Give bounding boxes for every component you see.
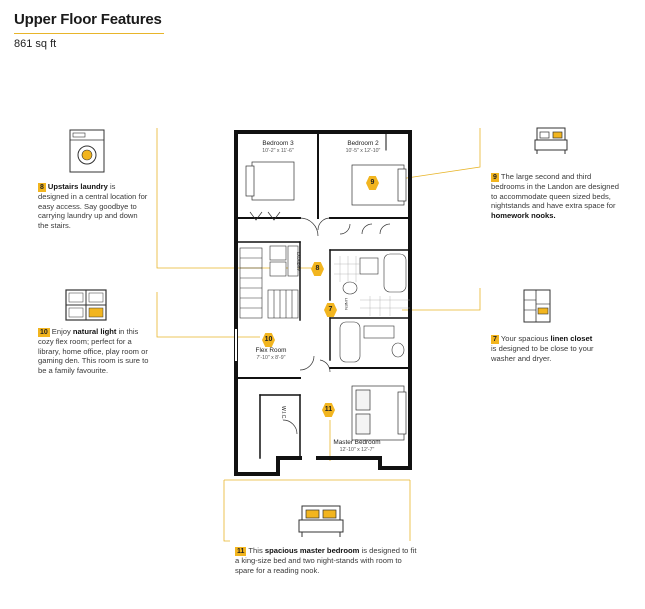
feature-text: The large second and third bedrooms in t…: [491, 172, 619, 211]
room-dimensions: 12'-10" x 12'-7": [339, 446, 375, 453]
title-underline: [14, 33, 164, 34]
plan-badge-8: 8: [311, 262, 324, 276]
room-flex: Flex Room 7'-10" x 8'-9": [248, 347, 294, 362]
feature-badge: 9: [491, 173, 499, 182]
window-icon: [65, 289, 107, 321]
feature-text: is designed in a central location for ea…: [38, 182, 148, 230]
feature-badge: 8: [38, 183, 46, 192]
room-dimensions: 10'-2" x 11'-6": [262, 147, 294, 154]
plan-badge-11: 11: [322, 403, 335, 417]
room-name: Flex Room: [255, 347, 287, 354]
bed-icon: [534, 127, 568, 154]
bed-icon: [298, 505, 344, 537]
room-dimensions: 10'-5" x 12'-10": [345, 147, 381, 154]
room-wic: W.I.C.: [280, 406, 286, 420]
room-name: Bedroom 3: [262, 140, 294, 147]
tile-pattern: [334, 256, 410, 316]
room-dimensions: 7'-10" x 8'-9": [256, 354, 286, 361]
feature-text: in this cozy flex room; perfect for a li…: [38, 327, 149, 375]
leader-bedrooms: [379, 128, 481, 183]
feature-text: is designed to fit a king-size bed and t…: [235, 546, 417, 575]
feature-badge: 10: [38, 328, 50, 337]
leader-lines: [156, 128, 481, 542]
washer-icon: [69, 129, 105, 173]
stairs: [239, 247, 299, 319]
feature-highlight: homework nooks.: [491, 210, 556, 220]
linen-tag: LINEN: [344, 298, 349, 310]
floor-area: 861 sq ft: [14, 38, 57, 50]
beds: [245, 161, 407, 441]
room-name: Bedroom 2: [347, 140, 379, 147]
room-bedroom-2: Bedroom 2 10'-5" x 12'-10": [336, 140, 390, 155]
plan-badge-9: 9: [366, 176, 379, 190]
bathroom-fixtures: [339, 253, 407, 363]
closet-icon: [523, 289, 551, 323]
feature-badge: 7: [491, 335, 499, 344]
laundry-appliances: [269, 245, 299, 277]
feature-text: is designed to be close to your washer a…: [491, 344, 594, 363]
room-master: Master Bedroom 12'-10" x 12'-7": [322, 439, 392, 454]
feature-highlight: spacious master bedroom: [264, 546, 360, 555]
feature-badge: 11: [235, 547, 247, 556]
leader-master-left: [223, 480, 230, 542]
leader-linen: [402, 288, 481, 311]
feature-highlight: natural light: [72, 327, 117, 336]
feature-highlight: linen closet: [550, 334, 593, 343]
feature-highlight: Upstairs laundry: [47, 182, 108, 191]
room-name: Master Bedroom: [333, 439, 381, 446]
page-title: Upper Floor Features: [14, 11, 162, 28]
feature-pre: This: [248, 546, 263, 555]
leader-laundry: [156, 128, 315, 269]
feature-pre: Your spacious: [500, 334, 549, 343]
laundry-tag: LAUNDRY: [296, 252, 301, 272]
leader-flex: [156, 292, 260, 338]
plan-badge-10: 10: [262, 333, 275, 347]
room-bedroom-3: Bedroom 3 10'-2" x 11'-6": [252, 140, 304, 155]
plan-badge-7: 7: [324, 303, 337, 317]
feature-pre: Enjoy: [51, 327, 71, 336]
walls: [234, 130, 412, 476]
doors: [249, 211, 391, 435]
